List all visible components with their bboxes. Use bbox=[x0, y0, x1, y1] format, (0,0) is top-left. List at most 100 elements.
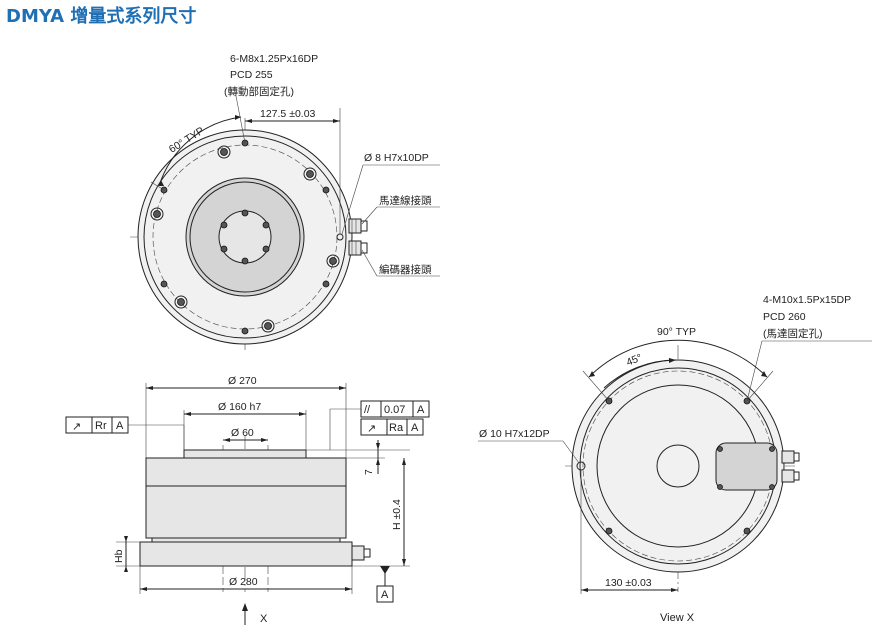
side-view: Ø 270 Ø 160 h7 Ø 60 Ø 280 H ±0.4 7 bbox=[65, 375, 430, 625]
arrow-head bbox=[376, 443, 380, 450]
top-view-center-bore bbox=[218, 210, 272, 264]
motor-fix-hole bbox=[605, 527, 613, 535]
arrow-head bbox=[223, 438, 230, 442]
motor-fix-hole bbox=[743, 527, 751, 535]
view-x-label: X bbox=[260, 613, 268, 625]
runout-ra-label: Ra bbox=[389, 422, 404, 434]
rotor-hole bbox=[241, 257, 249, 265]
leader-line bbox=[235, 95, 246, 144]
body-step bbox=[151, 537, 341, 543]
body-upper bbox=[145, 457, 347, 487]
counterbore-hole bbox=[326, 254, 340, 268]
bottom-pcd: PCD 260 bbox=[763, 311, 806, 323]
angle-ext-line bbox=[582, 370, 610, 402]
runout-frame-rr: ↗ Rr A bbox=[65, 416, 185, 450]
encoder-housing bbox=[715, 442, 778, 491]
top-pcd: PCD 255 bbox=[230, 69, 273, 81]
arrow-head bbox=[333, 119, 340, 123]
side-hb: Hb bbox=[113, 549, 125, 563]
datum-a: A bbox=[376, 566, 394, 603]
arrow-head bbox=[402, 559, 406, 566]
view-x-arrow: X bbox=[242, 603, 268, 625]
counterbore-hole bbox=[261, 319, 275, 333]
side-dia-160: Ø 160 h7 bbox=[218, 401, 261, 413]
side-height: H ±0.4 bbox=[391, 499, 403, 530]
rotor-top bbox=[183, 449, 307, 459]
leader-line bbox=[746, 340, 763, 402]
arrow-head bbox=[345, 587, 352, 591]
arrow-head bbox=[669, 358, 676, 363]
view-caption: View X bbox=[660, 612, 695, 624]
leader-line bbox=[361, 249, 378, 277]
angle-arc bbox=[158, 116, 242, 187]
arrow-head bbox=[299, 412, 306, 416]
encoder-connector bbox=[348, 240, 368, 256]
runout-symbol: ↗ bbox=[367, 423, 376, 435]
parallel-symbol: // bbox=[364, 404, 371, 416]
parallel-value: 0.07 bbox=[384, 404, 405, 416]
arrow-head bbox=[261, 438, 268, 442]
angle-arc-90 bbox=[588, 339, 768, 378]
motor-connector bbox=[348, 218, 368, 234]
arrow-head bbox=[146, 386, 153, 390]
bottom-angle-typ: 90° TYP bbox=[657, 326, 696, 338]
rotor-hole bbox=[262, 245, 270, 253]
arrow-head bbox=[581, 588, 588, 592]
top-pin-hole: Ø 8 H7x10DP bbox=[364, 152, 429, 164]
leader-line bbox=[562, 440, 580, 464]
bottom-offset-dim: 130 ±0.03 bbox=[605, 577, 652, 589]
pcd-hole bbox=[160, 280, 168, 288]
counterbore-hole bbox=[174, 295, 188, 309]
arrow-head bbox=[184, 412, 191, 416]
runout-symbol: ↗ bbox=[72, 421, 81, 433]
angle-ext-line bbox=[150, 181, 165, 191]
motor-connector-label: 馬達線接頭 bbox=[379, 194, 432, 207]
housing-hole bbox=[769, 484, 775, 490]
runout-rr-label: Rr bbox=[95, 420, 107, 432]
parallelism-frame: // 0.07 A bbox=[329, 400, 430, 450]
top-view: 60° TYP 127.5 ±0.03 6-M8x1.25Px16DP PCD … bbox=[130, 53, 440, 350]
top-screw-note: (轉動部固定孔) bbox=[224, 85, 294, 98]
encoder-connector-label: 編碼器接頭 bbox=[379, 263, 432, 276]
side-dia-280: Ø 280 bbox=[229, 576, 258, 588]
page-title: DMYA 增量式系列尺寸 bbox=[6, 5, 196, 27]
arrow-head bbox=[339, 386, 346, 390]
runout-frame-ra: ↗ Ra A bbox=[360, 418, 424, 436]
datum-a-label: A bbox=[381, 589, 389, 601]
rotor-hole bbox=[241, 209, 249, 217]
counterbore-hole bbox=[303, 167, 317, 181]
top-offset-dim: 127.5 ±0.03 bbox=[260, 108, 316, 120]
bottom-screw-note: (馬達固定孔) bbox=[763, 327, 823, 340]
counterbore-hole bbox=[217, 145, 231, 159]
base-flange bbox=[139, 541, 353, 567]
counterbore-hole bbox=[150, 207, 164, 221]
pcd-hole bbox=[322, 186, 330, 194]
arrow-head bbox=[761, 371, 767, 377]
bottom-view: 90° TYP 45° 4-M10x1.5Px15DP PCD 260 (馬達固… bbox=[478, 294, 872, 624]
housing-hole bbox=[717, 484, 723, 490]
bottom-view-outer-ring bbox=[571, 359, 785, 573]
arrow-head bbox=[671, 588, 678, 592]
pcd-hole bbox=[241, 327, 249, 335]
runout-ra-datum: A bbox=[411, 422, 419, 434]
side-step: 7 bbox=[363, 469, 375, 475]
housing-hole bbox=[769, 446, 775, 452]
arrow-head bbox=[235, 115, 241, 120]
bottom-angle-45: 45° bbox=[625, 352, 644, 369]
arrow-head bbox=[159, 180, 164, 186]
arrow-head bbox=[245, 119, 252, 123]
leader-line bbox=[341, 164, 364, 235]
arrow-head bbox=[124, 536, 128, 542]
arrow-head bbox=[402, 458, 406, 465]
top-view-rotor-edge bbox=[189, 181, 301, 293]
rotor-hole bbox=[262, 221, 270, 229]
bottom-pin-hole: Ø 10 H7x12DP bbox=[479, 428, 550, 440]
side-dia-270: Ø 270 bbox=[228, 375, 257, 387]
bottom-screw-spec: 4-M10x1.5Px15DP bbox=[763, 294, 851, 306]
arrow-head bbox=[589, 371, 595, 377]
angle-arc-45 bbox=[603, 359, 677, 389]
leader-line bbox=[361, 206, 378, 225]
runout-rr-datum: A bbox=[116, 420, 124, 432]
rotor-hole bbox=[220, 221, 228, 229]
top-view-outer-ring-inner-edge bbox=[143, 135, 347, 339]
